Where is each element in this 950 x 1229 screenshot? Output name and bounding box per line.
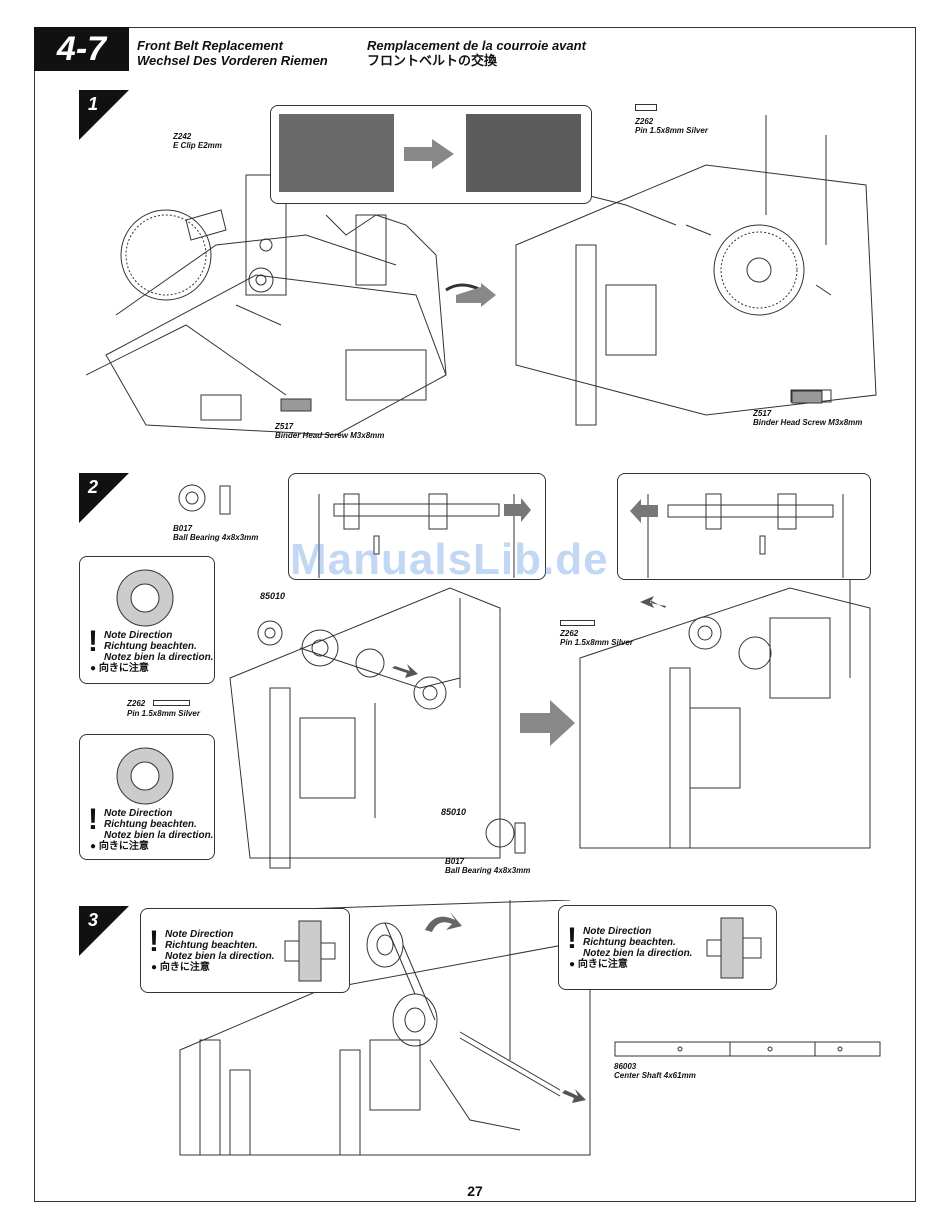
exclamation-icon: ! [88,803,98,836]
note-en: Note Direction [583,926,652,937]
z517a-code: Z517 [275,422,294,431]
b017b-code: B017 [445,857,465,866]
note-de: Richtung beachten. [165,940,258,951]
z262c-name: Pin 1.5x8mm Silver [560,638,633,647]
shaft-callout-right [617,473,871,580]
z242-name: E Clip E2mm [173,141,222,150]
note-box-1: ! Note Direction Richtung beachten. Note… [79,556,215,684]
z262a-code: Z262 [635,117,654,126]
note-en: Note Direction [104,808,173,819]
note-en: Note Direction [165,929,234,940]
step-2-illustration [178,484,871,869]
note-de: Richtung beachten. [104,641,197,652]
b017a-code: B017 [173,524,193,533]
pin-icon [153,700,190,706]
z517a-name: Binder Head Screw M3x8mm [275,431,385,440]
note-box-4: ! Note Direction Richtung beachten. Note… [558,905,777,990]
note-jp: 向きに注意 [159,962,210,973]
section-badge: 4-7 [34,27,129,71]
title-en: Front Belt Replacement [137,38,283,53]
note-en: Note Direction [104,630,173,641]
note-fr: Notez bien la direction. [583,948,693,959]
step-1-illustration [86,115,877,436]
p85010a: 85010 [260,591,286,601]
photo-after [466,114,581,192]
note-box-3: ! Note Direction Richtung beachten. Note… [140,908,350,993]
note-de: Richtung beachten. [104,819,197,830]
p86003-name: Center Shaft 4x61mm [614,1071,696,1080]
z517b-code: Z517 [753,409,772,418]
title-jp: フロントベルトの交換 [367,53,498,68]
photo-before [279,114,394,192]
z242-code: Z242 [173,132,192,141]
title-de: Wechsel Des Vorderen Riemen [137,53,328,68]
grey-arrow-icon [404,139,454,169]
pulley-icon [284,920,336,982]
pin-icon [560,620,595,626]
step-1-photo-callout [270,105,592,204]
watermark: ManualsLib.de [290,535,609,584]
b017a-name: Ball Bearing 4x8x3mm [173,533,259,542]
note-de: Richtung beachten. [583,937,676,948]
p86003-code: 86003 [614,1062,637,1071]
step-3-illustration [179,900,881,1156]
z262c-code: Z262 [560,629,579,638]
note-fr: Notez bien la direction. [104,830,214,841]
page-frame [34,27,916,1202]
note-fr: Notez bien la direction. [104,652,214,663]
b017b-name: Ball Bearing 4x8x3mm [445,866,531,875]
z262b-name: Pin 1.5x8mm Silver [127,709,200,718]
pulley-icon [706,917,762,979]
z262a-name: Pin 1.5x8mm Silver [635,126,708,135]
p85010b: 85010 [441,807,467,817]
pin-icon [635,104,657,111]
note-jp: 向きに注意 [98,663,149,674]
title-fr: Remplacement de la courroie avant [367,38,586,53]
note-box-2: ! Note Direction Richtung beachten. Note… [79,734,215,860]
note-fr: Notez bien la direction. [165,951,275,962]
z262b-code: Z262 [127,699,146,708]
exclamation-icon: ! [88,625,98,658]
shaft-callout-left [288,473,546,580]
page-number: 27 [467,1183,483,1199]
note-jp: 向きに注意 [577,959,628,970]
exclamation-icon: ! [149,925,159,958]
exclamation-icon: ! [567,922,577,955]
z517b-name: Binder Head Screw M3x8mm [753,418,863,427]
note-jp: 向きに注意 [98,841,149,852]
